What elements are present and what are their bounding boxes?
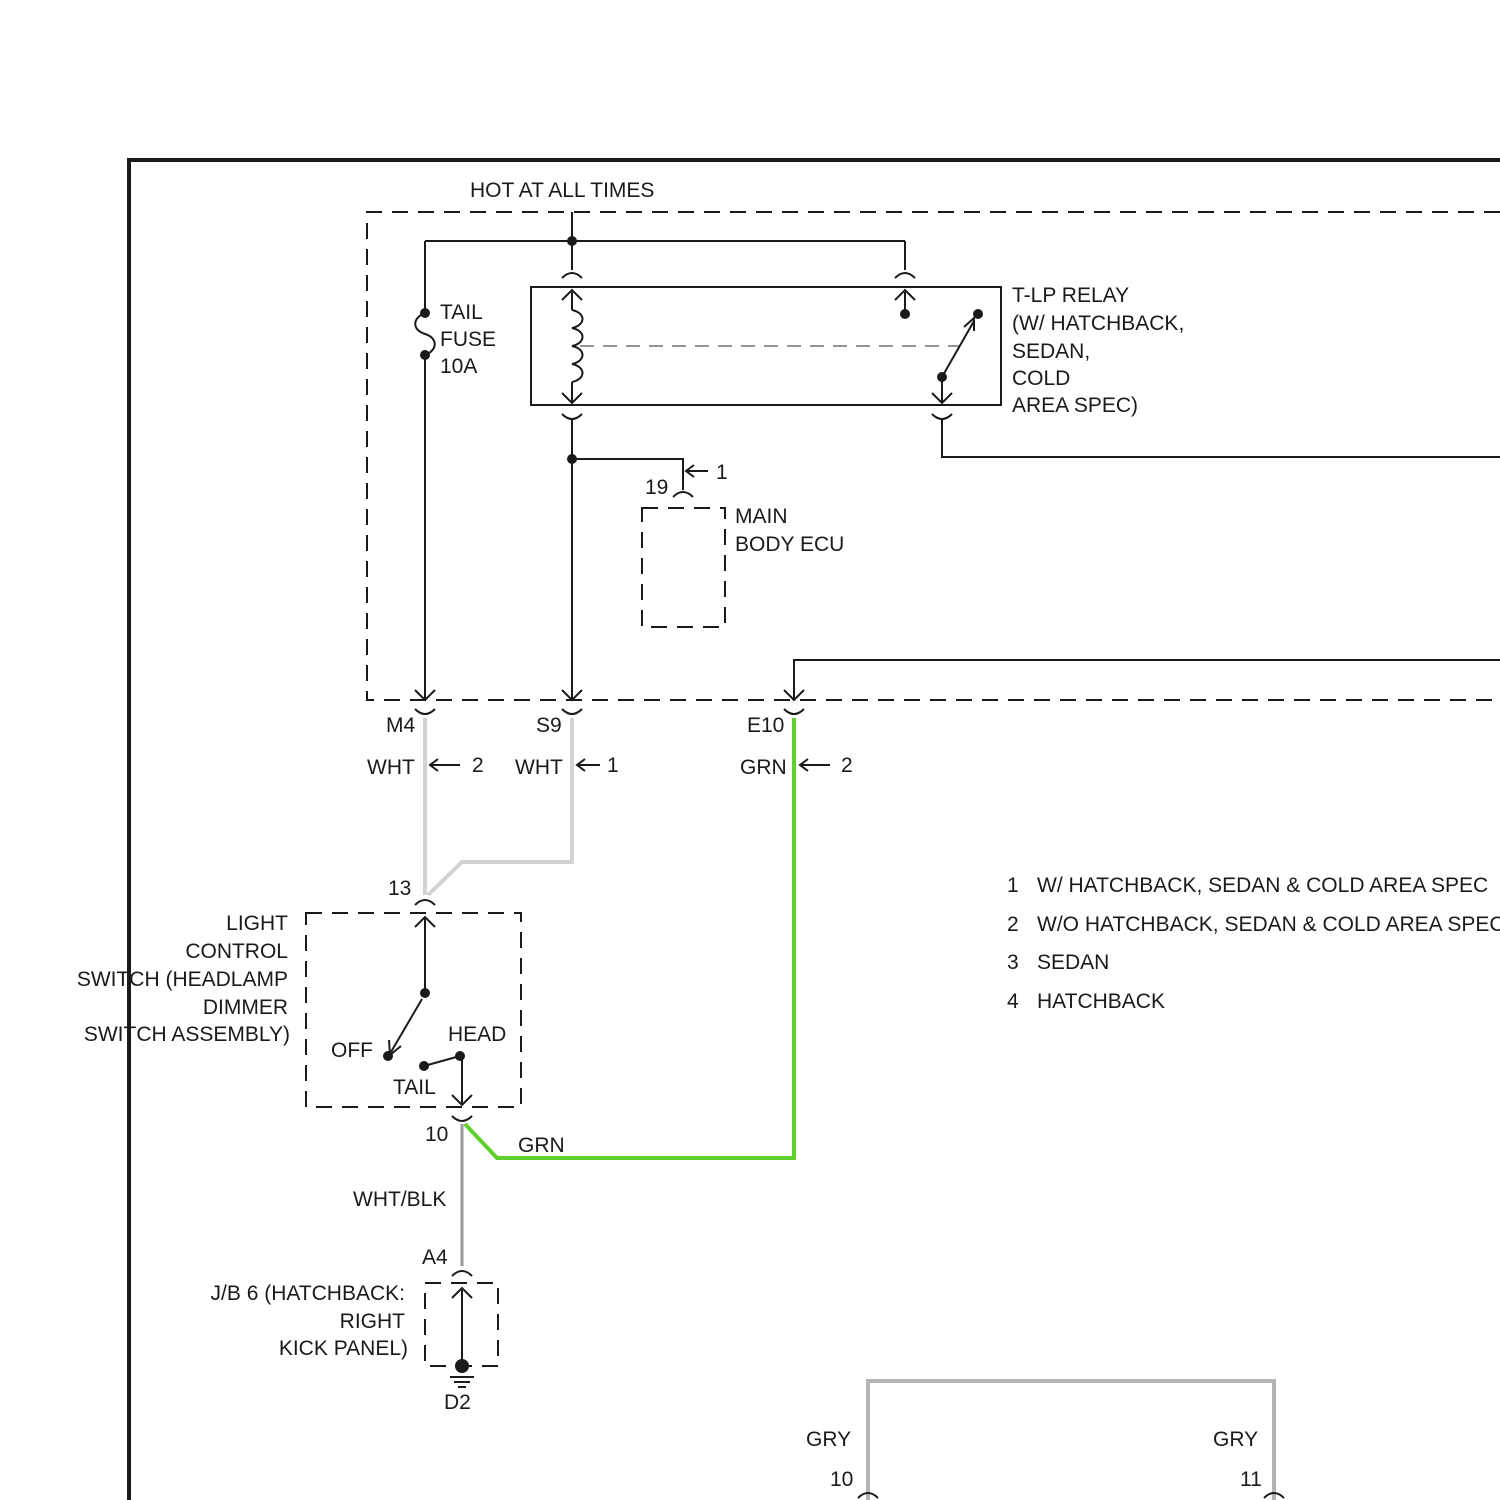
ground-label: D2 — [444, 1391, 471, 1414]
fuse-label-3: 10A — [440, 355, 477, 378]
e10-note-ref: 2 — [841, 754, 853, 777]
switch-top-connector — [415, 900, 435, 905]
e10-feed — [784, 660, 1500, 700]
tail-fuse — [415, 241, 435, 700]
relay-label-1: T-LP RELAY — [1012, 284, 1129, 307]
switch-pos-off: OFF — [331, 1039, 373, 1062]
s9-label: S9 — [536, 714, 562, 737]
note-1-num: 1 — [1007, 874, 1019, 897]
note-4-text: HATCHBACK — [1037, 990, 1165, 1013]
m4-connector — [415, 709, 435, 714]
coil-branch — [562, 420, 693, 700]
switch-title-1: LIGHT — [226, 912, 288, 935]
notes-legend: 1 W/ HATCHBACK, SEDAN & COLD AREA SPEC 2… — [1007, 874, 1500, 1013]
switch-title-2: CONTROL — [185, 940, 288, 963]
wht-blk-label: WHT/BLK — [353, 1188, 446, 1211]
switch-bottom-connector — [452, 1116, 472, 1121]
power-bus — [425, 212, 905, 270]
m4-wire-color: WHT — [367, 756, 415, 779]
switch-pin-top: 13 — [388, 877, 411, 900]
switch-pos-head: HEAD — [448, 1023, 506, 1046]
jb-label-1: J/B 6 (HATCHBACK: — [211, 1282, 405, 1305]
relay-label-5: AREA SPEC) — [1012, 394, 1138, 417]
power-label: HOT AT ALL TIMES — [470, 179, 654, 202]
relay-label-2: (W/ HATCHBACK, — [1012, 312, 1184, 335]
s9-connector — [562, 709, 582, 714]
jb-connector — [452, 1271, 472, 1276]
grn-wire — [465, 718, 794, 1158]
main-body-ecu-box — [642, 508, 725, 627]
jb-pin: A4 — [422, 1246, 448, 1269]
e10-label: E10 — [747, 714, 784, 737]
switch-title-3: SWITCH (HEADLAMP — [77, 968, 288, 991]
ecu-pin: 19 — [645, 476, 668, 499]
m4-label: M4 — [386, 714, 415, 737]
ground-symbol — [450, 1288, 474, 1387]
switch-title-4: DIMMER — [203, 996, 288, 1019]
switch-title-5: SWITCH ASSEMBLY) — [84, 1023, 290, 1046]
s9-note-ref: 1 — [607, 754, 619, 777]
note-3-text: SEDAN — [1037, 951, 1109, 974]
ecu-label-1: MAIN — [735, 505, 788, 528]
tlp-relay — [531, 273, 1001, 419]
note-1-text: W/ HATCHBACK, SEDAN & COLD AREA SPEC — [1037, 874, 1488, 897]
ecu-note-arrow — [686, 465, 708, 477]
gry-right-pin: 11 — [1240, 1468, 1262, 1491]
relay-label-4: COLD — [1012, 367, 1070, 390]
relay-label-3: SEDAN, — [1012, 340, 1090, 363]
wht-wire-s9 — [428, 718, 572, 895]
note-2-num: 2 — [1007, 913, 1019, 936]
note-3-num: 3 — [1007, 951, 1019, 974]
s9-wire-color: WHT — [515, 756, 563, 779]
note-4-num: 4 — [1007, 990, 1019, 1013]
relay-output-wire — [942, 420, 1500, 457]
note-2-text: W/O HATCHBACK, SEDAN & COLD AREA SPEC — [1037, 913, 1500, 936]
switch-pos-tail: TAIL — [393, 1076, 436, 1099]
gry-left-pin: 10 — [830, 1468, 853, 1491]
grn-wire-label: GRN — [518, 1134, 565, 1157]
ecu-note-ref: 1 — [716, 461, 728, 484]
e10-connector — [784, 709, 804, 714]
jb-label-3: KICK PANEL) — [279, 1337, 408, 1360]
m4-note-arrow — [430, 759, 460, 771]
fuse-label-2: FUSE — [440, 328, 496, 351]
switch-pin-bottom: 10 — [425, 1123, 448, 1146]
m4-note-ref: 2 — [472, 754, 484, 777]
ecu-label-2: BODY ECU — [735, 533, 844, 556]
gry-right-label: GRY — [1213, 1428, 1258, 1451]
e10-note-arrow — [800, 759, 830, 771]
fuse-label-1: TAIL — [440, 301, 483, 324]
jb-label-2: RIGHT — [340, 1310, 406, 1333]
gry-left-label: GRY — [806, 1428, 851, 1451]
e10-wire-color: GRN — [740, 756, 787, 779]
s9-note-arrow — [577, 759, 600, 771]
